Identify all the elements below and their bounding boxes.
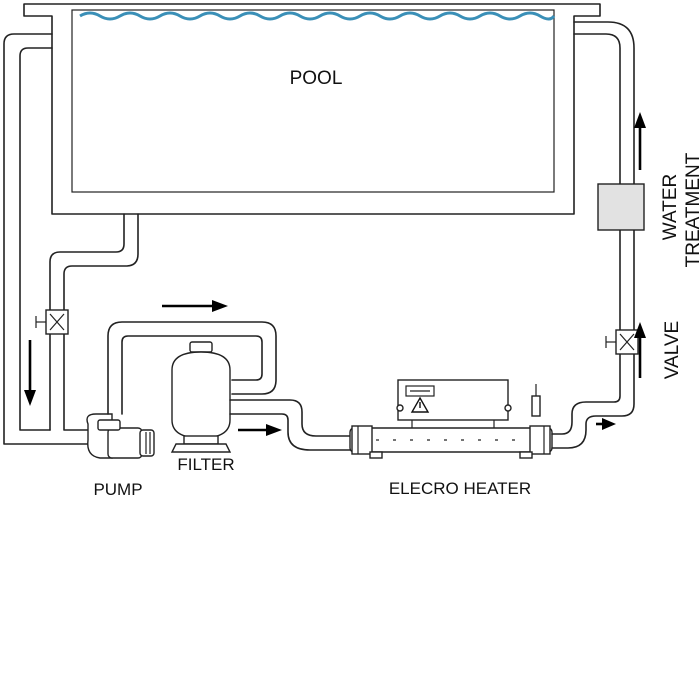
flow-arrow-up-valve: [634, 322, 646, 378]
left-pipe: [3, 33, 139, 445]
filter-heater-pipe: [229, 399, 351, 451]
valve-label: VALVE: [662, 321, 683, 379]
water-surface: [79, 11, 556, 21]
pump: PUMP: [86, 413, 155, 499]
water-treatment-box: [597, 183, 645, 231]
pump-filter-pipe: [107, 321, 277, 415]
electro-heater: ELECRO HEATER: [349, 379, 553, 498]
drop-valve: [35, 309, 69, 335]
right-pipe: [551, 21, 645, 449]
warning-triangle-icon: [410, 396, 430, 413]
pool: POOL: [23, 3, 601, 215]
filter: FILTER: [170, 341, 235, 474]
water-treatment-label-line1: WATER: [660, 174, 681, 241]
pool-label: POOL: [290, 68, 343, 89]
flow-arrow-right-heater: [596, 418, 616, 430]
flow-arrow-right-filter: [238, 424, 282, 436]
filter-label: FILTER: [177, 455, 234, 474]
flow-arrow-right-top: [162, 300, 228, 312]
heater-label: ELECRO HEATER: [389, 479, 531, 498]
water-treatment-label-line2: TREATMENT: [683, 152, 700, 267]
pump-label: PUMP: [93, 480, 142, 499]
flow-arrow-down-left: [24, 340, 36, 406]
flow-arrow-up-treatment: [634, 112, 646, 170]
return-valve: [605, 329, 639, 355]
